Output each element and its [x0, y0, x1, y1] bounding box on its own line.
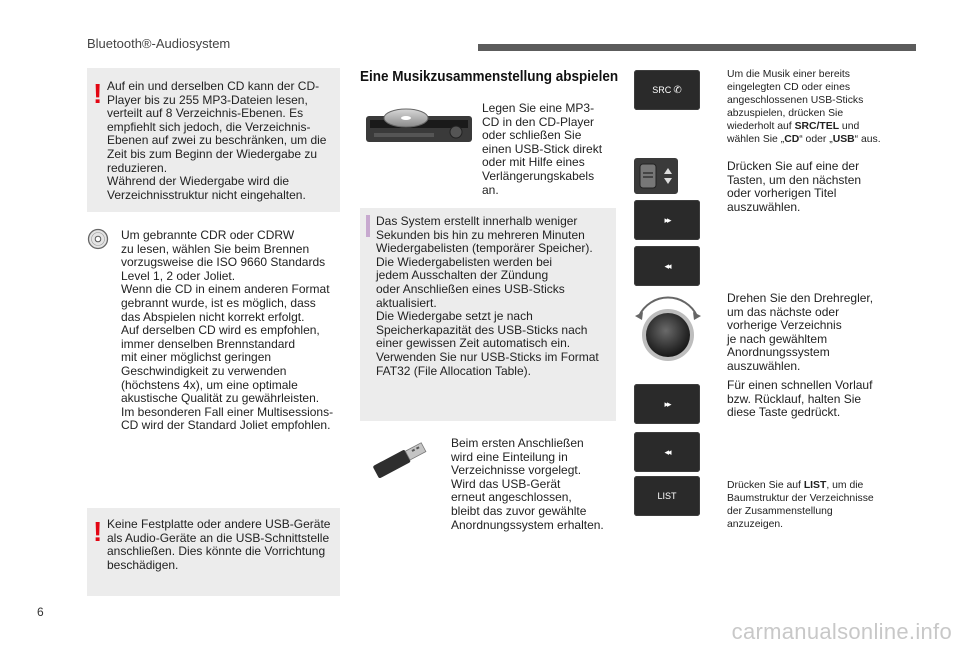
rewind-button[interactable]: ◂◂	[634, 432, 700, 472]
previous-icon: ◂◂	[664, 260, 671, 271]
fast-forward-icon: ▸▸	[664, 398, 671, 409]
fast-forward-text: Für einen schnellen Vorlauf bzw. Rücklau…	[727, 378, 873, 420]
next-icon: ▸▸	[664, 214, 671, 225]
usb-stick-icon	[362, 438, 440, 478]
warning-box-mp3	[87, 68, 340, 212]
phone-icon: ✆	[673, 84, 682, 96]
warning-icon: !	[93, 516, 103, 547]
info-text-playlists: Das System erstellt innerhalb weniger Se…	[376, 214, 599, 378]
list-button[interactable]: LIST	[634, 476, 700, 516]
rewind-icon: ◂◂	[664, 446, 671, 457]
fast-forward-button[interactable]: ▸▸	[634, 384, 700, 424]
warning-box-usb	[87, 508, 340, 596]
usb-first-connect-text: Beim ersten Anschließen wird eine Eintei…	[451, 436, 604, 532]
warning-text-mp3: Auf ein und derselben CD kann der CD- Pl…	[107, 79, 327, 202]
insert-cd-text: Legen Sie eine MP3- CD in den CD-Player …	[482, 101, 603, 197]
rotary-knob[interactable]	[631, 292, 705, 366]
cd-icon	[87, 228, 109, 250]
next-button[interactable]: ▸▸	[634, 200, 700, 240]
list-instruction-text: Drücken Sie auf LIST, um die Baumstruktu…	[727, 480, 874, 530]
steering-wheel-control-image	[634, 158, 678, 194]
list-button-label: LIST	[657, 491, 677, 501]
src-instruction-text: Um die Musik einer bereits eingelegten C…	[727, 69, 881, 145]
info-icon	[366, 215, 370, 237]
cd-player-image	[364, 106, 474, 148]
rotary-text: Drehen Sie den Drehregler, um das nächst…	[727, 291, 874, 373]
page-heading: Eine Musikzusammenstellung abspielen	[360, 68, 619, 85]
cd-burn-note: Um gebrannte CDR oder CDRW zu lesen, wäh…	[121, 228, 334, 433]
select-track-text: Drücken Sie auf eine der Tasten, um den …	[727, 159, 862, 214]
watermark: carmanualsonline.info	[731, 619, 952, 644]
src-button-label: SRC	[652, 85, 672, 95]
info-box-playlists	[360, 208, 616, 421]
src-tel-button[interactable]: SRC ✆	[634, 70, 700, 110]
page-number: 6	[37, 605, 44, 619]
previous-button[interactable]: ◂◂	[634, 246, 700, 286]
warning-icon: !	[93, 78, 103, 109]
header-bar	[478, 44, 916, 51]
section-title: Bluetooth®-Audiosystem	[87, 36, 231, 51]
warning-text-usb: Keine Festplatte oder andere USB-Geräte …	[107, 517, 331, 572]
